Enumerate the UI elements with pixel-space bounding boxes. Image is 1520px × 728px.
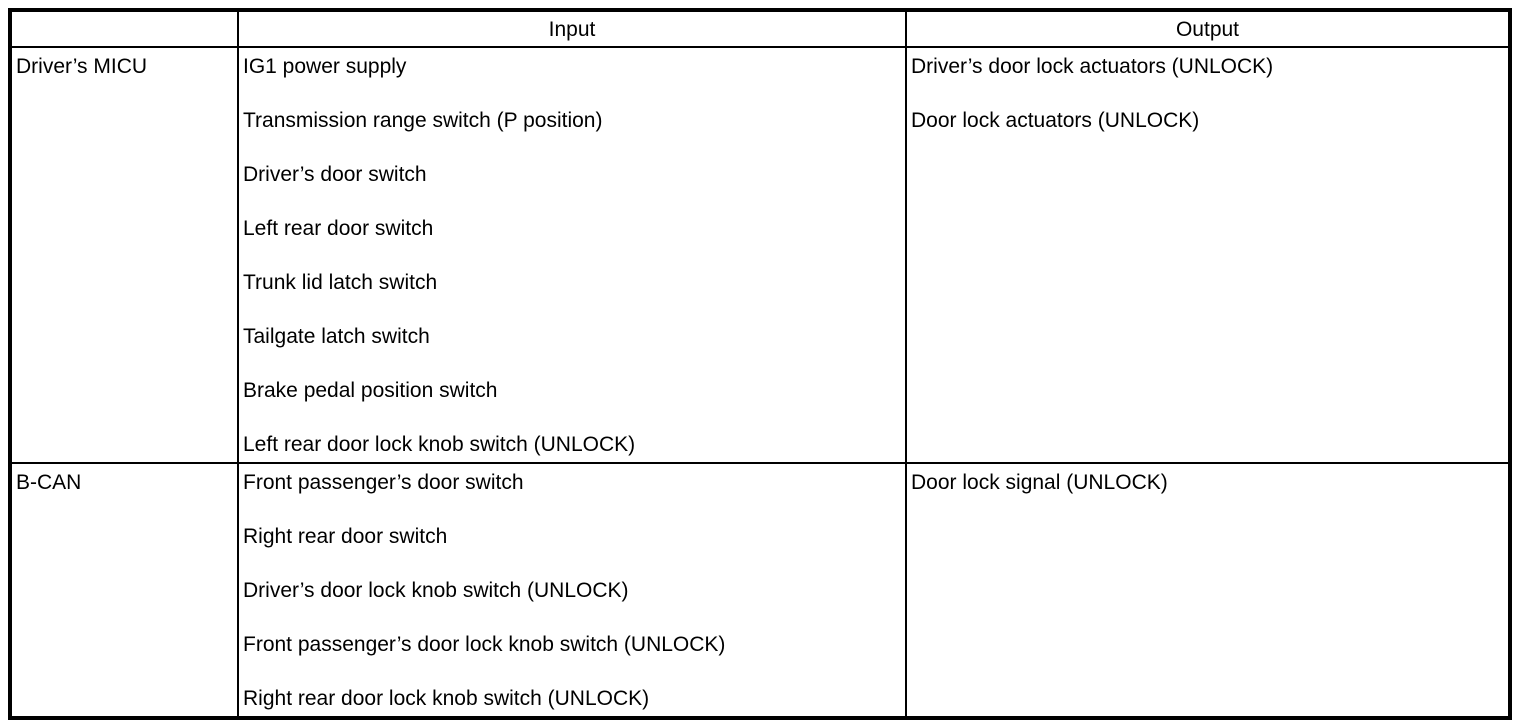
source-cell: Driver’s MICU [9,46,239,464]
list-item: Trunk lid latch switch [243,271,438,294]
output-list-cell: Driver’s door lock actuators (UNLOCK) Doo… [905,46,1511,464]
source-label: Driver’s MICU [16,55,148,78]
header-row: Input Output [9,9,1511,48]
list-item: IG1 power supply [243,55,407,78]
list-item: Front passenger’s door switch [243,471,524,494]
input-column-header: Input [237,9,907,48]
list-item: Driver’s door switch [243,163,427,186]
input-output-table: Input Output Driver’s MICU IG1 power sup… [8,8,1512,720]
list-item: Driver’s door lock actuators (UNLOCK) [911,55,1274,78]
list-item: Tailgate latch switch [243,325,430,348]
list-item: Front passenger’s door lock knob switch … [243,633,726,656]
corner-header-cell [9,9,239,48]
list-item: Driver’s door lock knob switch (UNLOCK) [243,579,629,602]
output-list-cell: Door lock signal (UNLOCK) [905,462,1511,719]
list-item: Right rear door lock knob switch (UNLOCK… [243,687,650,710]
source-cell: B-CAN [9,462,239,719]
list-item: Brake pedal position switch [243,379,498,402]
list-item: Transmission range switch (P position) [243,109,603,132]
list-item: Left rear door switch [243,217,434,240]
source-label: B-CAN [16,471,82,494]
list-item: Door lock signal (UNLOCK) [911,471,1168,494]
list-item: Left rear door lock knob switch (UNLOCK) [243,433,636,456]
output-column-header: Output [905,9,1511,48]
list-item: Door lock actuators (UNLOCK) [911,109,1200,132]
list-item: Right rear door switch [243,525,448,548]
